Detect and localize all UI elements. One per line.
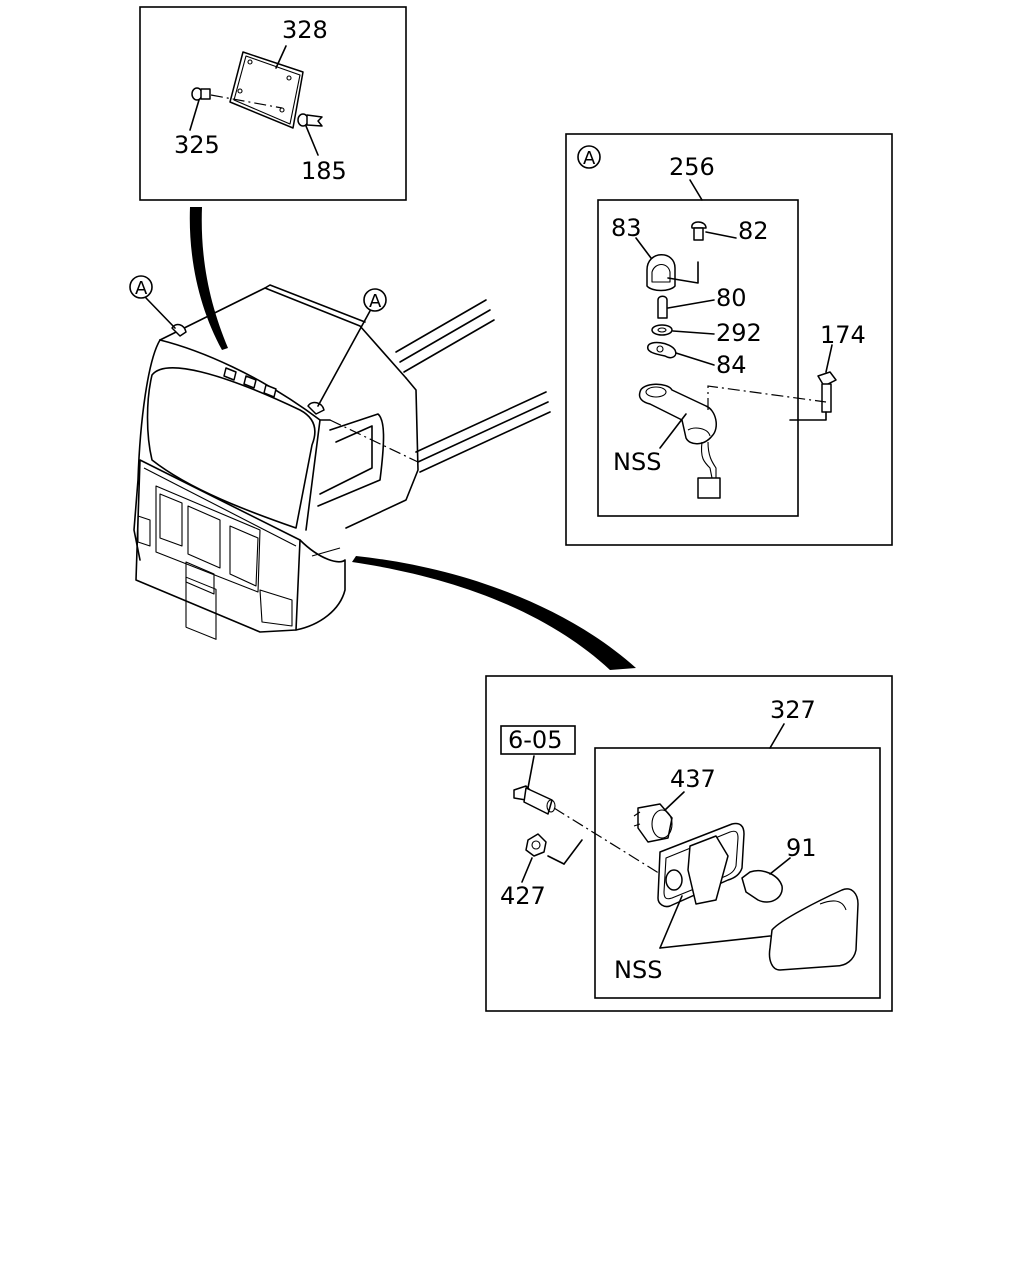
plate-screw-drawing <box>189 87 283 131</box>
lens-screw-drawing <box>691 221 737 241</box>
callout-185: 185 <box>301 157 347 185</box>
svg-text:A: A <box>135 278 148 299</box>
marker-lens-drawing <box>635 237 699 292</box>
nut-drawing <box>521 833 547 883</box>
plate-clip-drawing <box>297 113 323 156</box>
callout-6-05: 6-05 <box>508 726 562 754</box>
callout-82: 82 <box>738 217 769 245</box>
bulb-washer-drawing <box>651 324 715 336</box>
marker-gasket-drawing <box>647 341 715 366</box>
callout-328: 328 <box>282 16 328 44</box>
callout-nss-marker: NSS <box>613 448 661 476</box>
side-bulb-drawing <box>741 857 791 903</box>
side-lamp-detail-box: 6-05 <box>485 675 893 1012</box>
leader-arc-bottom <box>352 556 636 670</box>
marker-detail-box: A <box>565 133 893 546</box>
plate-detail-box: 328 325 185 <box>139 6 407 201</box>
callout-174: 174 <box>820 321 866 349</box>
callout-91: 91 <box>786 834 817 862</box>
truck-cab-drawing <box>133 284 551 640</box>
callout-437: 437 <box>670 765 716 793</box>
callout-nss-side: NSS <box>614 956 662 984</box>
callout-84: 84 <box>716 351 747 379</box>
marker-bracket-drawing <box>638 383 721 499</box>
svg-text:A: A <box>369 291 382 312</box>
detail-mark-left: A <box>129 275 176 329</box>
leader-arc-top <box>189 207 228 350</box>
callout-292: 292 <box>716 319 762 347</box>
label-plate-drawing <box>229 45 304 129</box>
callout-256: 256 <box>669 153 715 181</box>
connector-drawing <box>513 755 671 881</box>
socket-drawing <box>633 791 685 843</box>
detail-mark-box: A <box>583 148 596 169</box>
bracket-bolt-drawing <box>707 344 837 421</box>
lamp-housing-drawing <box>657 822 745 908</box>
detail-mark-right: A <box>317 288 387 407</box>
callout-327: 327 <box>770 696 816 724</box>
marker-bulb-drawing <box>657 295 715 319</box>
callout-83: 83 <box>611 214 642 242</box>
callout-427: 427 <box>500 882 546 910</box>
ref-page-box: 6-05 <box>500 725 576 755</box>
callout-80: 80 <box>716 284 747 312</box>
callout-325: 325 <box>174 131 220 159</box>
side-lens-drawing <box>659 888 859 971</box>
